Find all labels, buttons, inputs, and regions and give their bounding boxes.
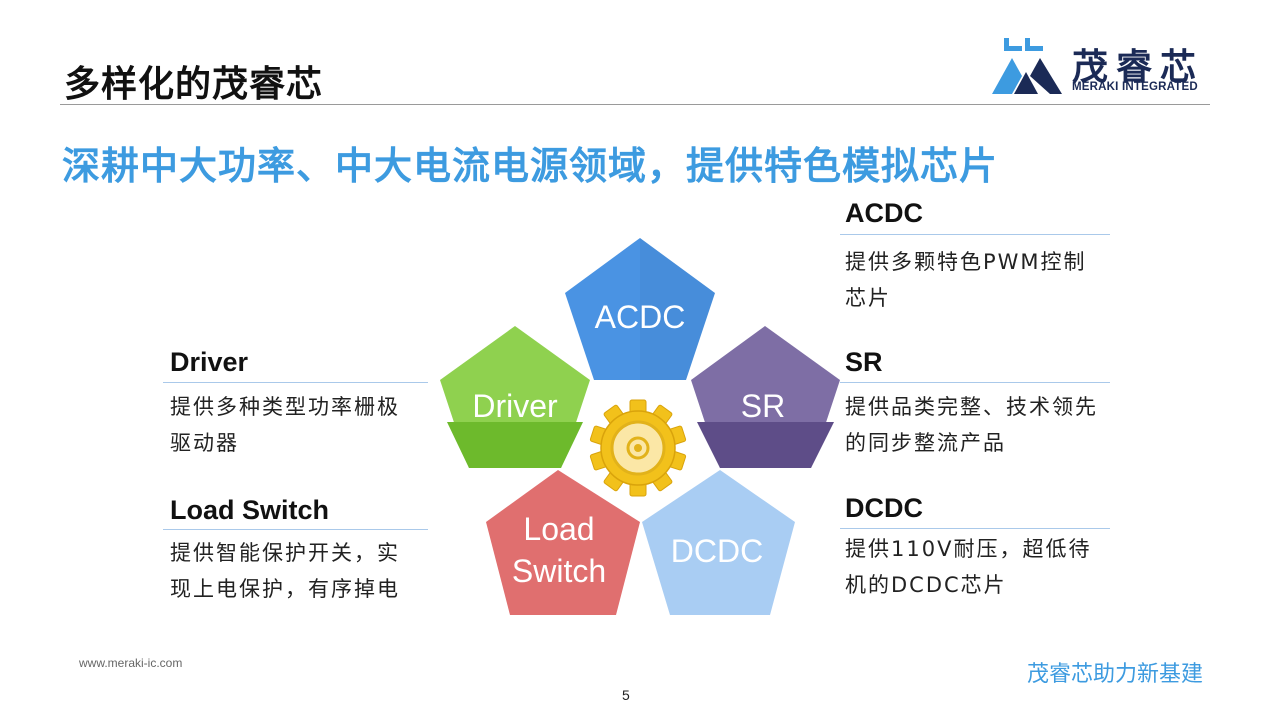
logo-text-en: MERAKI INTEGRATED [1072, 81, 1198, 93]
item-acdc-desc: 提供多颗特色PWM控制 芯片 [845, 244, 1087, 316]
item-load-switch-desc-line1: 提供智能保护开关，实 [170, 541, 400, 565]
footer-slogan: 茂睿芯助力新基建 [1027, 662, 1204, 687]
item-dcdc-desc: 提供110V耐压，超低待 机的DCDC芯片 [845, 531, 1091, 603]
segment-sr-label: SR [741, 388, 785, 424]
item-acdc-desc-line2: 芯片 [845, 286, 891, 310]
item-sr-desc-line1: 提供品类完整、技术领先 [845, 395, 1098, 419]
item-driver-desc-line1: 提供多种类型功率栅极 [170, 395, 400, 419]
item-dcdc-title: DCDC [845, 493, 923, 523]
item-load-switch-desc: 提供智能保护开关，实 现上电保护，有序掉电 [170, 535, 400, 607]
item-sr-divider [840, 382, 1110, 383]
logo-text-cn: 茂睿芯 [1072, 47, 1205, 88]
segment-acdc: ACDC [565, 238, 715, 380]
company-logo-icon [992, 38, 1062, 94]
item-driver-desc-line2: 驱动器 [170, 431, 239, 455]
item-acdc-desc-line1: 提供多颗特色PWM控制 [845, 250, 1087, 274]
item-driver-desc: 提供多种类型功率栅极 驱动器 [170, 389, 400, 461]
item-dcdc-desc-line2: 机的DCDC芯片 [845, 573, 1007, 597]
segment-sr: SR [691, 326, 840, 468]
item-load-switch-divider [163, 529, 428, 530]
item-load-switch-desc-line2: 现上电保护，有序掉电 [170, 577, 400, 601]
segment-dcdc: DCDC [642, 470, 795, 615]
item-sr-title: SR [845, 347, 883, 377]
logo-mark [992, 38, 1062, 94]
gear-icon [589, 399, 687, 497]
segment-acdc-label: ACDC [595, 299, 686, 335]
segment-driver-label: Driver [472, 388, 558, 424]
item-dcdc-divider [840, 528, 1110, 529]
item-load-switch-title: Load Switch [170, 495, 330, 525]
title-divider [60, 104, 1210, 105]
item-acdc-title: ACDC [845, 198, 923, 228]
item-dcdc-desc-line1: 提供110V耐压，超低待 [845, 537, 1092, 561]
item-driver-divider [163, 382, 428, 383]
segment-driver: Driver [440, 326, 590, 468]
item-acdc-divider [840, 234, 1110, 235]
item-driver-title: Driver [170, 347, 249, 377]
headline: 深耕中大功率、中大电流电源领域，提供特色模拟芯片 [62, 144, 999, 188]
item-sr-desc-line2: 的同步整流产品 [845, 431, 1006, 455]
segment-dcdc-label: DCDC [671, 533, 763, 569]
page-number: 5 [622, 687, 630, 703]
item-sr-desc: 提供品类完整、技术领先 的同步整流产品 [845, 389, 1098, 461]
footer-url: www.meraki-ic.com [79, 656, 183, 670]
page-title: 多样化的茂睿芯 [64, 64, 324, 105]
